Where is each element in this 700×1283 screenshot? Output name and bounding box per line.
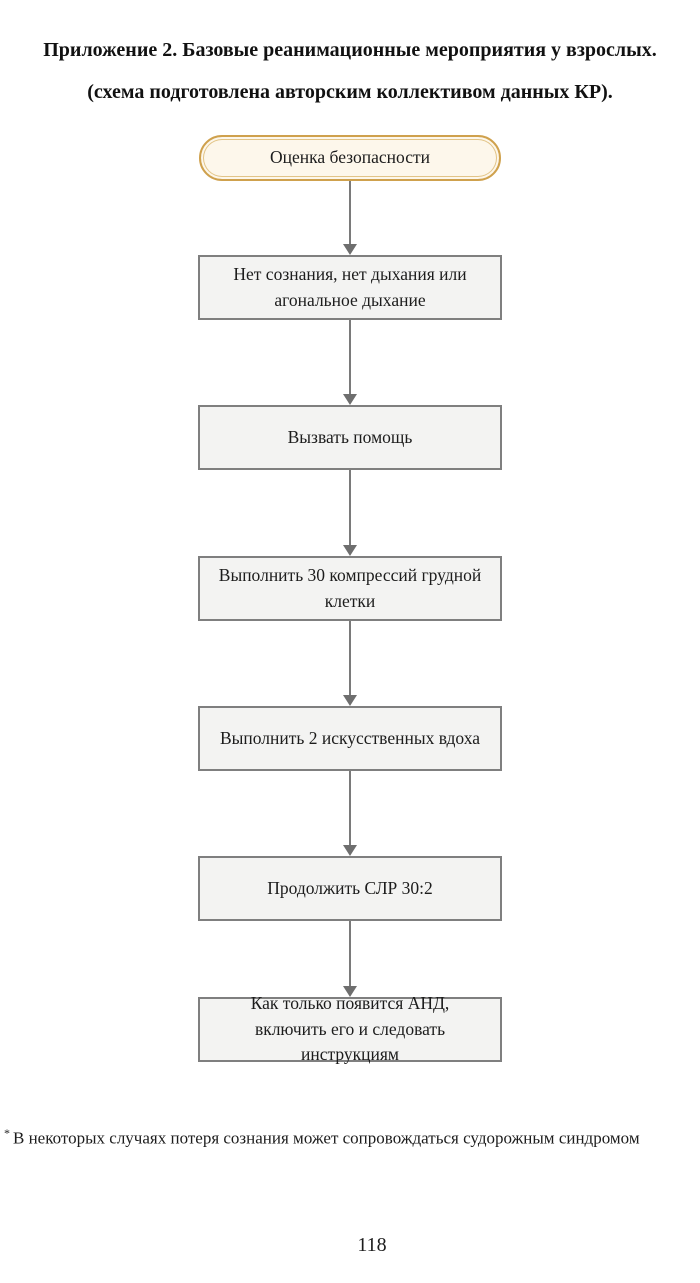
- footnote-asterisk: *: [4, 1126, 10, 1140]
- arrow-line: [349, 621, 351, 696]
- arrow-head: [343, 244, 357, 255]
- flowchart: Оценка безопасности Нет сознания, нет ды…: [0, 135, 700, 1064]
- arrow-line: [349, 470, 351, 546]
- flow-node-label: Оценка безопасности: [270, 147, 430, 168]
- flow-node-label: Выполнить 2 искусственных вдоха: [219, 727, 481, 748]
- arrow-down-icon: [343, 621, 357, 706]
- arrow-head: [343, 695, 357, 706]
- flow-node-call-for-help: Вызвать помощь: [198, 405, 502, 470]
- flow-node-no-consciousness: Нет сознания, нет дыхания или агональное…: [198, 255, 502, 320]
- flow-node-label: Вызвать помощь: [287, 426, 413, 447]
- arrow-head: [343, 986, 357, 997]
- flow-node-30-compressions: Выполнить 30 компрессий грудной клетки: [198, 556, 502, 621]
- arrow-line: [349, 320, 351, 395]
- arrow-head: [343, 545, 357, 556]
- footnote-text: В некоторых случаях потеря сознания може…: [13, 1128, 640, 1148]
- flow-node-2-breaths: Выполнить 2 искусственных вдоха: [198, 706, 502, 771]
- footnote: *В некоторых случаях потеря сознания мож…: [4, 1126, 698, 1150]
- flow-node-aed: Как только появится АНД, включить его и …: [198, 993, 502, 1064]
- arrow-line: [349, 771, 351, 846]
- flow-node-label: Как только появится АНД, включить его и …: [250, 993, 450, 1065]
- flow-node-label: Нет сознания, нет дыхания или агональное…: [233, 264, 467, 310]
- arrow-down-icon: [343, 470, 357, 556]
- arrow-down-icon: [343, 921, 357, 997]
- page-subtitle: (схема подготовлена авторским коллективо…: [87, 81, 613, 103]
- arrow-down-icon: [343, 771, 357, 856]
- arrow-line: [349, 921, 351, 987]
- page-title: Приложение 2. Базовые реанимационные мер…: [43, 39, 657, 61]
- arrow-line: [349, 181, 351, 245]
- flow-node-safety-assessment: Оценка безопасности: [199, 135, 501, 181]
- arrow-down-icon: [343, 181, 357, 255]
- page-number: 118: [357, 1234, 387, 1256]
- arrow-down-icon: [343, 320, 357, 405]
- arrow-head: [343, 394, 357, 405]
- flow-node-label: Продолжить СЛР 30:2: [267, 877, 433, 898]
- flow-node-label: Выполнить 30 компрессий грудной клетки: [218, 565, 482, 611]
- flow-node-continue-cpr: Продолжить СЛР 30:2: [198, 856, 502, 921]
- arrow-head: [343, 845, 357, 856]
